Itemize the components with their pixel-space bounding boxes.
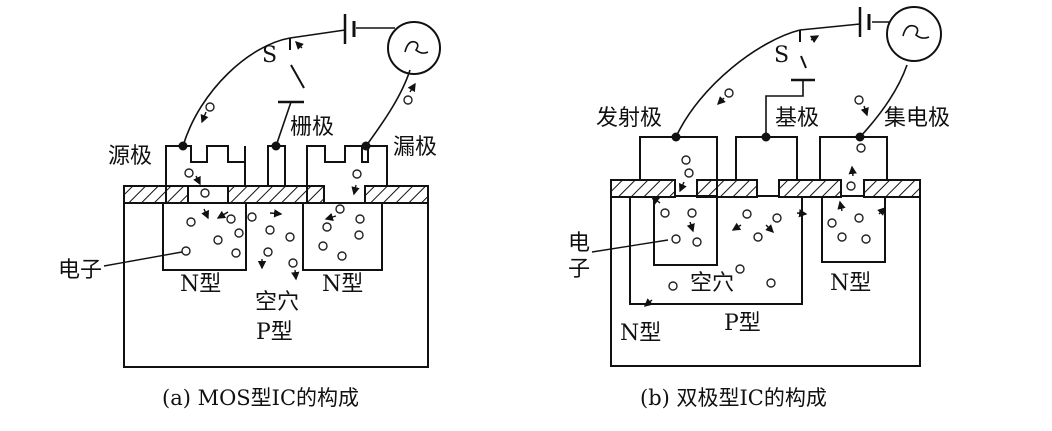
mos-source-electrode	[165, 145, 246, 203]
bjt-emitter-label: 发射极	[596, 106, 662, 131]
mos-source-label: 源极	[108, 144, 152, 169]
bjt-base-electrode	[735, 136, 798, 180]
mos-drain-node	[361, 141, 371, 151]
mos-p-label: P型	[256, 320, 293, 345]
bjt-p-region	[629, 196, 803, 305]
bjt-collector-node	[855, 132, 865, 142]
mos-electron-label: 电子	[58, 258, 102, 283]
mos-carriers	[181, 95, 413, 268]
mos-oxide-left	[123, 185, 189, 204]
mos-switch-label: S	[262, 43, 277, 68]
bjt-electron-label-2: 子	[568, 257, 590, 282]
bjt-n-outer-label: N型	[620, 321, 661, 346]
mos-gate-wire	[275, 101, 292, 147]
mos-n-well-right	[302, 203, 383, 271]
bjt-lamp-icon	[886, 6, 942, 62]
bjt-n-right-label: N型	[830, 271, 871, 296]
mos-lamp-filament	[404, 40, 429, 54]
mos-switch-blade	[290, 64, 305, 89]
bjt-wire-top	[799, 23, 861, 31]
bjt-electron-label-1: 电	[568, 231, 590, 256]
bjt-wire-emitter	[675, 29, 801, 138]
bjt-hole-label: 空穴	[690, 271, 734, 296]
mos-caption: (a) MOS型IC的构成	[162, 386, 359, 410]
bjt-emitter-node	[671, 132, 681, 142]
mos-carrier-arrows	[193, 41, 416, 281]
mos-electron-pointer	[103, 251, 183, 267]
bjt-switch-blade-line	[800, 55, 807, 69]
mos-source-node	[178, 141, 188, 151]
mos-diagram: S 栅极 源极 漏极 电子 N型 N型 空穴 P型 (a) MOS型IC的构成	[58, 14, 441, 410]
bjt-collector-label: 集电极	[884, 106, 950, 131]
bjt-collector-n-region	[821, 196, 886, 263]
mos-n-well-left	[162, 203, 247, 271]
bjt-oxide-1	[610, 179, 676, 198]
bjt-oxide-2	[696, 179, 758, 198]
bjt-lamp-filament	[902, 24, 930, 39]
bjt-emitter-n-region	[653, 196, 718, 266]
bjt-caption: (b) 双极型IC的构成	[640, 386, 827, 410]
mos-oxide-right	[364, 185, 429, 204]
bjt-electron-pointer	[591, 239, 669, 253]
bjt-carrier-arrows	[643, 35, 886, 307]
mos-gate-electrode	[267, 145, 286, 187]
mos-drain-label: 漏极	[393, 135, 437, 160]
bjt-collector-electrode	[819, 136, 888, 180]
bjt-p-label: P型	[724, 311, 761, 336]
bjt-oxide-4	[863, 179, 921, 198]
bjt-emitter-electrode	[639, 136, 718, 197]
bipolar-diagram: S 发射极 基极 集电极 电 子 空穴 N型 P型 N型 (b) 双极型IC的构…	[568, 6, 950, 410]
mos-gate-label: 栅极	[290, 115, 334, 140]
bjt-base-node	[761, 132, 771, 142]
mos-n-left-label: N型	[180, 272, 221, 297]
mos-drain-electrode	[306, 145, 388, 203]
mos-wire-top	[289, 29, 346, 39]
mos-wire-drain	[365, 69, 411, 147]
mos-n-right-label: N型	[322, 272, 363, 297]
bjt-wire-collector	[859, 64, 908, 138]
mos-gate-node	[271, 141, 281, 151]
bjt-base-label: 基极	[775, 106, 819, 131]
bjt-oxide-3	[778, 179, 842, 198]
mos-oxide-gate	[227, 185, 325, 204]
mos-lamp-icon	[387, 21, 441, 75]
bjt-base-wire	[765, 80, 804, 137]
mos-p-substrate	[123, 202, 429, 368]
mos-hole-label: 空穴	[255, 290, 299, 315]
mos-wire-source	[182, 37, 291, 147]
bjt-carriers	[660, 88, 871, 291]
bjt-switch-label: S	[774, 43, 789, 68]
